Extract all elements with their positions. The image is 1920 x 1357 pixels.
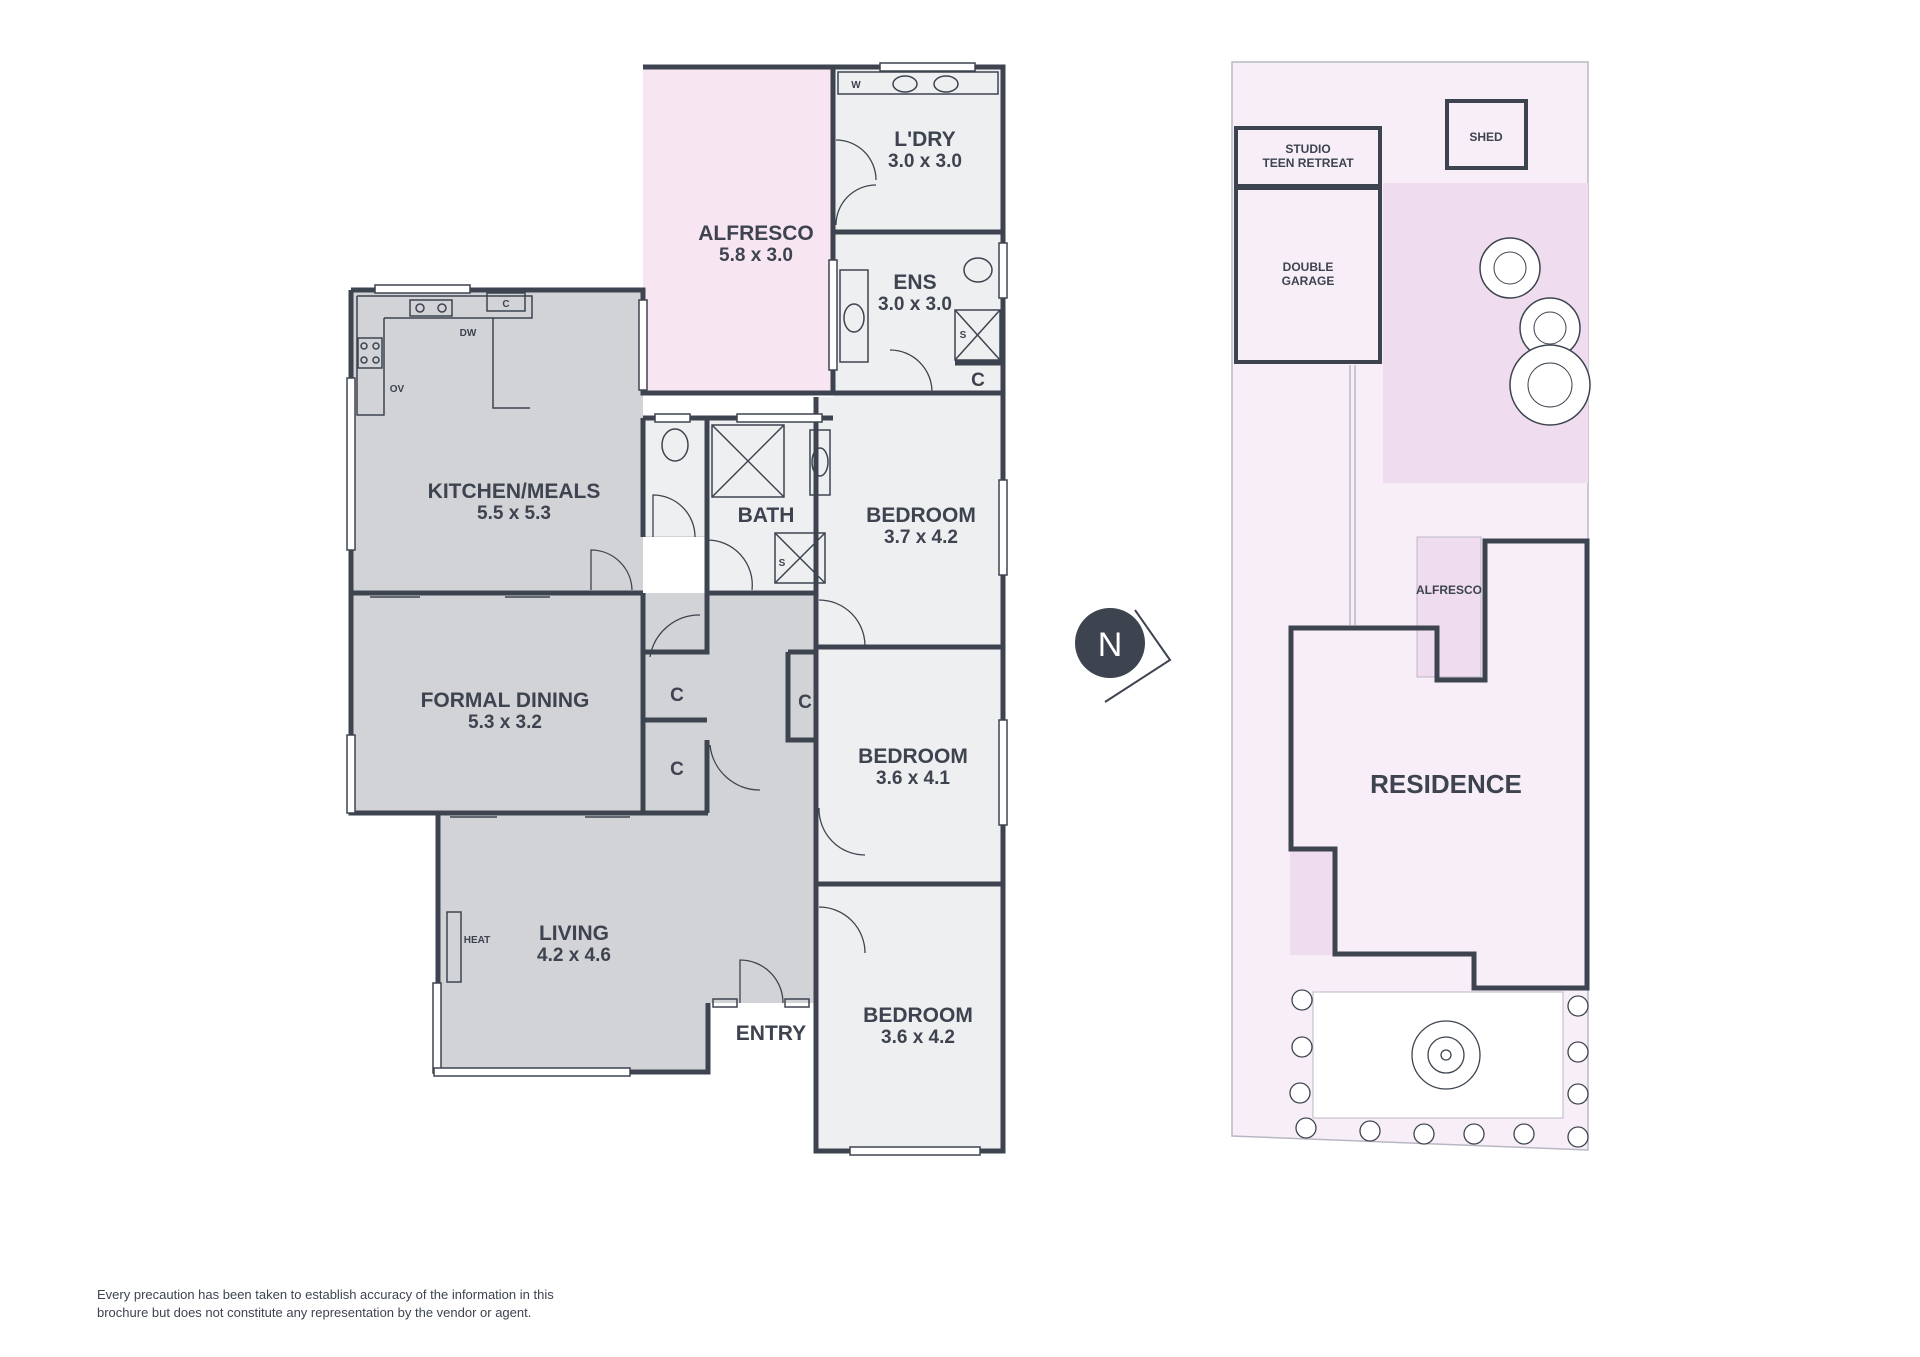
fixture-s-ens: S bbox=[960, 330, 967, 341]
room-size-kitchen-meals: 5.5 x 5.3 bbox=[477, 503, 551, 524]
garage-label-line2: GARAGE bbox=[1282, 274, 1335, 288]
site-alfresco-label: ALFRESCO bbox=[1416, 583, 1482, 597]
fixture-s-bath: S bbox=[779, 558, 786, 569]
toilet-area bbox=[643, 418, 707, 536]
bedroom-1-area bbox=[816, 397, 1003, 647]
room-name-laundry: L'DRY bbox=[894, 128, 955, 151]
room-size-bedroom-2: 3.6 x 4.1 bbox=[876, 768, 950, 789]
room-name-bedroom-1: BEDROOM bbox=[866, 504, 976, 527]
compass-n-label: N bbox=[1098, 626, 1123, 664]
cupboard-label-1: C bbox=[670, 685, 684, 706]
side-area bbox=[1290, 850, 1335, 955]
fixture-dw: DW bbox=[460, 328, 477, 339]
disclaimer: Every precaution has been taken to estab… bbox=[97, 1286, 657, 1322]
studio-label-line1: STUDIO bbox=[1285, 142, 1330, 156]
room-name-ensuite: ENS bbox=[893, 271, 936, 294]
alfresco-area bbox=[643, 67, 833, 393]
garage-label-line1: DOUBLE bbox=[1283, 260, 1334, 274]
disclaimer-line-1: Every precaution has been taken to estab… bbox=[97, 1287, 554, 1302]
room-name-kitchen-meals: KITCHEN/MEALS bbox=[428, 480, 601, 503]
room-size-bedroom-1: 3.7 x 4.2 bbox=[884, 527, 958, 548]
site-plan: STUDIO TEEN RETREAT SHED DOUBLE GARAGE A… bbox=[1231, 61, 1591, 1151]
compass: N bbox=[1075, 608, 1172, 703]
studio-label-line2: TEEN RETREAT bbox=[1262, 156, 1354, 170]
bedroom-3-area bbox=[816, 884, 1003, 1151]
room-name-bedroom-3: BEDROOM bbox=[863, 1004, 973, 1027]
room-size-bedroom-3: 3.6 x 4.2 bbox=[881, 1027, 955, 1048]
cupboard-label-2: C bbox=[670, 759, 684, 780]
garage-building bbox=[1234, 186, 1382, 364]
ensuite-area bbox=[833, 232, 1003, 397]
room-name-alfresco: ALFRESCO bbox=[698, 222, 814, 245]
disclaimer-line-2: brochure but does not constitute any rep… bbox=[97, 1305, 532, 1320]
cupboard-label-4: C bbox=[971, 370, 985, 391]
room-name-living: LIVING bbox=[539, 922, 609, 945]
fixture-w: W bbox=[851, 80, 861, 91]
room-name-bath: BATH bbox=[738, 504, 795, 527]
room-size-formal-dining: 5.3 x 3.2 bbox=[468, 712, 542, 733]
residence-building bbox=[1288, 538, 1590, 991]
room-name-formal-dining: FORMAL DINING bbox=[421, 689, 590, 712]
fixture-heat: HEAT bbox=[464, 935, 490, 946]
room-size-alfresco: 5.8 x 3.0 bbox=[719, 245, 793, 266]
fixture-c-kitchen: C bbox=[502, 299, 509, 310]
fixture-ov: OV bbox=[390, 384, 405, 395]
bath-area bbox=[707, 418, 833, 590]
room-name-bedroom-2: BEDROOM bbox=[858, 745, 968, 768]
cupboard-label-3: C bbox=[798, 692, 812, 713]
bedroom-2-area bbox=[816, 647, 1003, 884]
residence-label: RESIDENCE bbox=[1370, 769, 1522, 799]
floor-plan: C DW OV W S S HEAT bbox=[346, 62, 1008, 1156]
room-name-entry: ENTRY bbox=[736, 1022, 806, 1045]
shed-building bbox=[1445, 99, 1528, 170]
room-size-living: 4.2 x 4.6 bbox=[537, 945, 611, 966]
shed-label: SHED bbox=[1469, 130, 1503, 144]
room-size-laundry: 3.0 x 3.0 bbox=[888, 151, 962, 172]
room-size-ensuite: 3.0 x 3.0 bbox=[878, 294, 952, 315]
